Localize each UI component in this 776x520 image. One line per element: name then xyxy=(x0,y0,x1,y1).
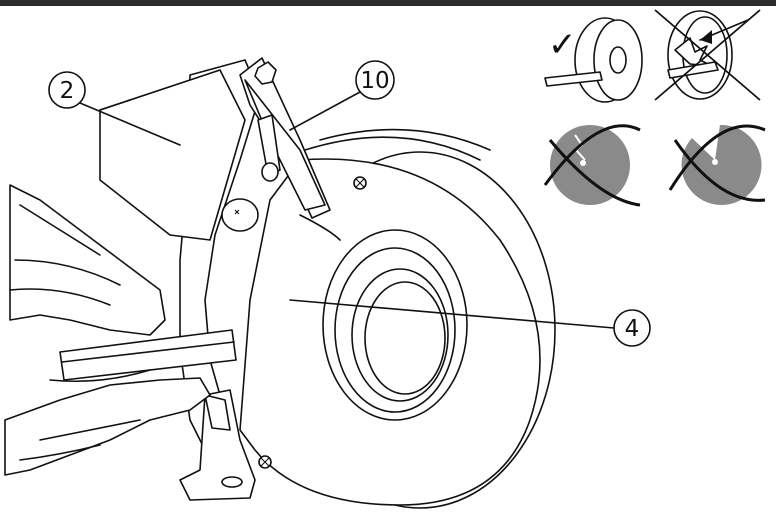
callout-label-guard: 2 xyxy=(60,78,75,104)
deflector-screw xyxy=(261,162,279,182)
top-border-bar xyxy=(0,0,776,6)
tool-rest xyxy=(179,389,256,501)
workpiece-bar xyxy=(59,329,237,381)
grinding-wheel xyxy=(239,128,556,509)
inset-incorrect-usage xyxy=(654,9,761,101)
spark-deflector xyxy=(239,57,341,241)
hand-and-workpiece xyxy=(4,184,237,476)
callout-10: 10 xyxy=(289,60,395,131)
inset-chipped-wheel xyxy=(668,124,766,205)
ok-check-icon: ✓ xyxy=(548,25,577,65)
callout-label-spark-deflector: 10 xyxy=(360,68,389,94)
arrow-icon xyxy=(700,30,712,44)
cross-line-b xyxy=(654,9,761,101)
callout-2: 2 xyxy=(48,71,181,146)
inset-correct-usage: ✓ xyxy=(544,17,643,103)
wheel-arbor-hole xyxy=(364,281,446,395)
callout-4: 4 xyxy=(289,299,651,347)
adjust-nut-icon xyxy=(254,61,277,85)
inset-cracked-wheel xyxy=(543,124,641,207)
eye-shield xyxy=(99,69,246,241)
mounting-bolt-left xyxy=(221,198,259,232)
callout-label-grinding-wheel: 4 xyxy=(625,316,640,342)
